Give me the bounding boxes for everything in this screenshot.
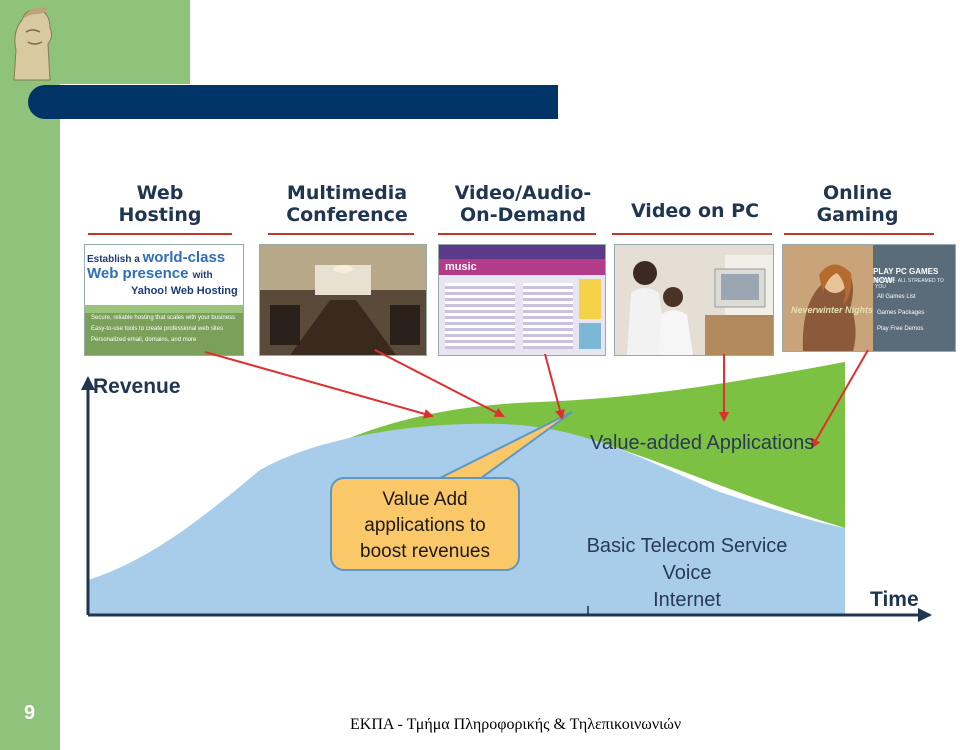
category-underline (612, 233, 772, 235)
category-label: Multimedia Conference (286, 182, 408, 226)
web-line2a: Web presence (87, 265, 189, 282)
category-video-on-pc: Video on PC (620, 200, 770, 222)
lower-area-line: Basic Telecom Service (586, 535, 788, 557)
web-hosting-thumbnail: Establish a world-class Web presence wit… (84, 244, 244, 356)
value-added-area (300, 362, 845, 528)
game-character-icon (783, 245, 873, 351)
category-multimedia-conference: Multimedia Conference (272, 182, 422, 226)
vod-site-thumbnail: music (438, 244, 606, 356)
web-line1b: world-class (142, 249, 226, 266)
category-label: Video on PC (630, 200, 760, 222)
x-axis-label: Time (870, 588, 919, 611)
left-accent-bar (0, 0, 60, 750)
arrow-gaming (811, 349, 869, 449)
web-bullet: Personalized email, domains, and more (91, 337, 197, 343)
conference-room-thumbnail (259, 244, 427, 356)
upper-area-label: Value-added Applications (590, 432, 815, 454)
category-underline (784, 233, 934, 235)
game-headline: PLAY PC GAMES NOW! (873, 267, 939, 285)
category-label: Online Gaming (816, 182, 899, 226)
footer-text: ΕΚΠΑ - Τμήμα Πληροφορικής & Τηλεπικοινων… (350, 716, 682, 733)
category-underline (438, 233, 596, 235)
game-subline: NO CDs · ALL STREAMED TO YOU (875, 278, 944, 290)
arrow-web-hosting (204, 351, 434, 419)
arrow-vod (544, 353, 565, 420)
callout-line: Value Add (382, 489, 468, 510)
game-menu-item: All Games List (877, 294, 916, 300)
lower-area-line: Internet (653, 589, 721, 611)
slide-title-bar (28, 85, 558, 119)
web-line2b: with (192, 270, 213, 281)
category-underline (88, 233, 232, 235)
page-number: 9 (24, 702, 36, 724)
category-video-audio-on-demand: Video/Audio- On-Demand (443, 182, 603, 226)
callout-line: boost revenues (360, 541, 490, 562)
category-online-gaming: Online Gaming (790, 182, 925, 226)
game-menu-item: Play Free Demos (877, 326, 924, 332)
web-bullet: Easy-to-use tools to create professional… (91, 326, 224, 332)
web-line1a: Establish a (87, 254, 140, 265)
callout-line: applications to (364, 515, 486, 536)
category-label: Video/Audio- On-Demand (454, 182, 592, 226)
vod-banner: music (439, 259, 605, 275)
online-gaming-thumbnail: Neverwinter Nights PLAY PC GAMES NOW! NO… (782, 244, 956, 352)
category-web-hosting: Web Hosting (100, 182, 220, 226)
game-logo: Neverwinter Nights (791, 305, 874, 315)
value-add-callout: Value Add applications to boost revenues (330, 477, 520, 571)
athena-logo-icon (13, 7, 53, 81)
arrow-multimedia (374, 349, 505, 417)
category-underline (268, 233, 414, 235)
game-menu-item: Games Packages (877, 310, 925, 316)
lower-area-line: Voice (662, 562, 712, 584)
lower-area-label: Basic Telecom Service Voice Internet (572, 533, 802, 614)
web-line3: Yahoo! Web Hosting (131, 285, 238, 297)
video-on-pc-thumbnail (614, 244, 774, 356)
category-label: Web Hosting (118, 182, 202, 226)
y-axis-label: Revenue (93, 375, 181, 398)
web-bullet: Secure, reliable hosting that scales wit… (91, 315, 236, 321)
